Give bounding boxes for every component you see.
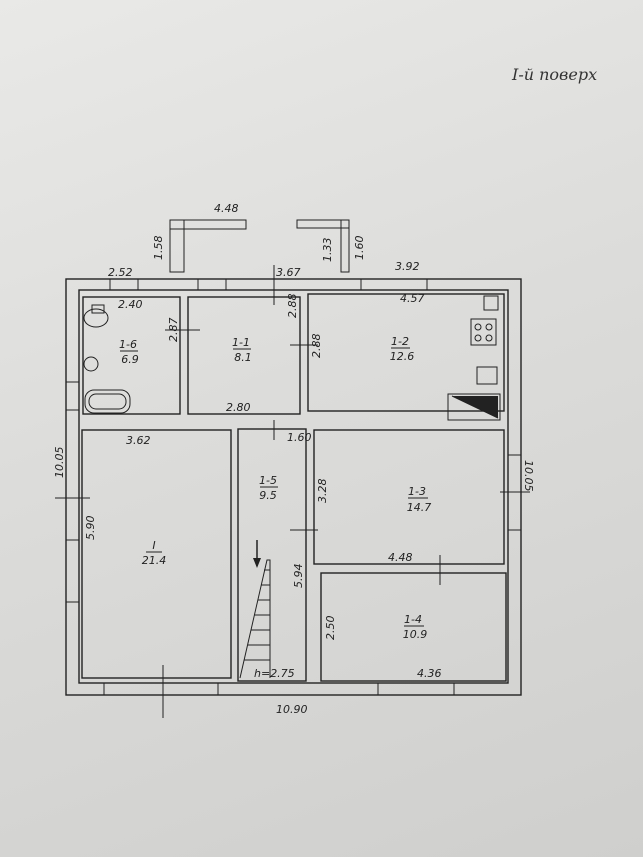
svg-text:10.9: 10.9 xyxy=(403,628,428,641)
stove-icon xyxy=(470,318,497,346)
svg-text:1-3: 1-3 xyxy=(408,485,426,498)
svg-text:1-1: 1-1 xyxy=(232,336,250,349)
room-1-6-outline xyxy=(82,296,181,415)
dim-room-1-1-height: 2.88 xyxy=(286,294,299,319)
room-1-2-outline xyxy=(307,293,505,412)
room-label-1-5: 1-5 9.5 xyxy=(259,474,278,502)
dim-room-I-height: 5.90 xyxy=(84,516,97,541)
dim-top-left: 2.52 xyxy=(108,266,133,279)
room-label-1-6: 1-6 6.9 xyxy=(119,338,139,366)
dim-left-height: 10.05 xyxy=(53,447,66,479)
dim-room-1-2-width: 4.57 xyxy=(400,292,425,305)
toilet-icon xyxy=(83,308,109,328)
dim-room-1-4-height: 2.50 xyxy=(324,616,337,641)
dimension-ticks xyxy=(55,265,530,718)
room-1-5-outline xyxy=(237,428,307,682)
stairs-arrow-icon xyxy=(253,558,261,568)
svg-text:1-5: 1-5 xyxy=(259,474,277,487)
kitchen-sink-icon xyxy=(476,366,498,385)
svg-text:9.5: 9.5 xyxy=(259,489,277,502)
floor-title: I-й поверх xyxy=(511,65,597,84)
svg-text:6.9: 6.9 xyxy=(121,353,139,366)
room-label-1-1: 1-1 8.1 xyxy=(232,336,252,364)
room-I-outline xyxy=(81,429,232,679)
room-label-1-4: 1-4 10.9 xyxy=(403,613,428,641)
dim-room-1-3-height: 3.28 xyxy=(316,479,329,504)
room-outlines xyxy=(81,293,507,682)
dim-corridor-top: 2.80 xyxy=(226,401,251,414)
dim-porch-right-a: 1.33 xyxy=(321,238,334,263)
room-label-1-2: 1-2 12.6 xyxy=(390,335,415,363)
dim-corridor-width: 1.60 xyxy=(287,431,312,444)
room-label-I: I 21.4 xyxy=(142,539,167,567)
staircase xyxy=(239,540,271,679)
svg-text:8.1: 8.1 xyxy=(234,351,252,364)
ceiling-height: h=2.75 xyxy=(254,667,295,680)
svg-text:1-2: 1-2 xyxy=(391,335,409,348)
dim-top-mid: 3.67 xyxy=(276,266,301,279)
bathtub-icon xyxy=(84,389,131,414)
dim-bath-width: 2.40 xyxy=(118,298,143,311)
svg-text:1-6: 1-6 xyxy=(119,338,137,351)
dim-top-right: 3.92 xyxy=(395,260,420,273)
dim-bottom-width: 10.90 xyxy=(276,703,308,716)
dim-porch-left: 1.58 xyxy=(152,236,165,261)
svg-text:14.7: 14.7 xyxy=(407,501,432,514)
dim-room-1-3-width: 4.48 xyxy=(388,551,413,564)
dim-bath-height: 2.87 xyxy=(167,318,180,343)
porch xyxy=(169,219,350,273)
dim-room-1-4-width: 4.36 xyxy=(417,667,442,680)
sink-icon xyxy=(83,356,99,372)
svg-text:21.4: 21.4 xyxy=(142,554,167,567)
dim-porch-width: 4.48 xyxy=(214,202,239,215)
dim-porch-right-b: 1.60 xyxy=(353,236,366,261)
room-label-1-3: 1-3 14.7 xyxy=(407,485,432,514)
dim-room-1-5-height: 5.94 xyxy=(292,564,305,589)
boiler-icon xyxy=(483,295,499,311)
dim-room-1-2-height: 2.88 xyxy=(310,334,323,359)
room-1-4-outline xyxy=(320,572,507,682)
room-1-3-outline xyxy=(313,429,505,565)
dim-right-height: 10.05 xyxy=(522,460,535,492)
dim-room-I-width: 3.62 xyxy=(126,434,151,447)
fixtures xyxy=(83,295,501,421)
furnace-icon xyxy=(447,393,501,421)
svg-text:1-4: 1-4 xyxy=(404,613,422,626)
room-1-1-outline xyxy=(187,296,301,415)
svg-text:I: I xyxy=(152,539,155,552)
svg-text:12.6: 12.6 xyxy=(390,350,415,363)
